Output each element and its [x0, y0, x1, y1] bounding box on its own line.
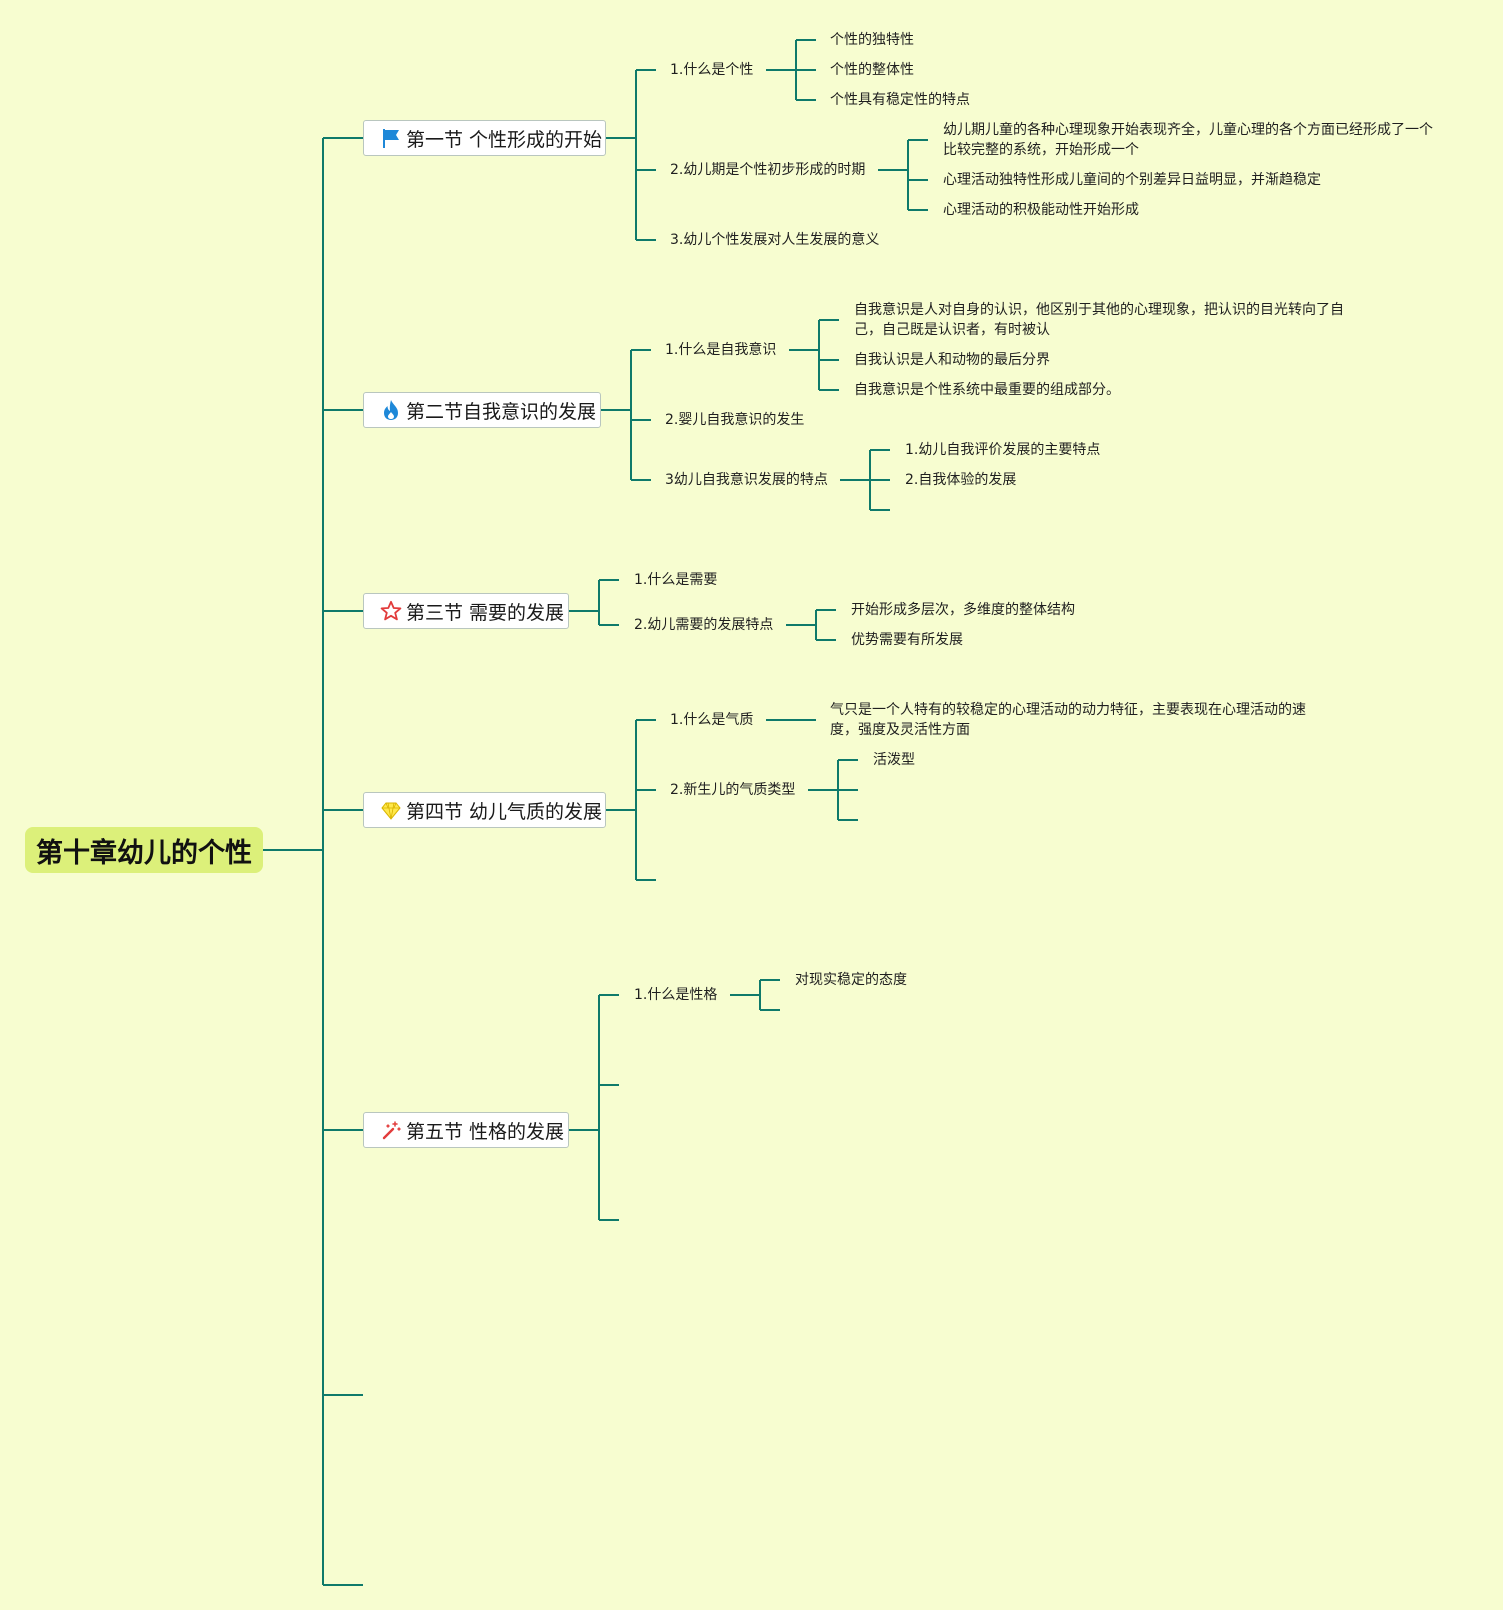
s4-topic-2[interactable]: 2.新生儿的气质类型 [670, 782, 796, 798]
section-5-node[interactable]: 第五节 性格的发展 [363, 1112, 569, 1148]
diamond-icon [380, 799, 402, 821]
magic-wand-icon [380, 1119, 402, 1141]
s1-topic-3[interactable]: 3.幼儿个性发展对人生发展的意义 [670, 232, 880, 248]
s1-t2-leaf-1-line-2: 比较完整的系统，开始形成一个 [943, 142, 1139, 158]
s3-topic-1[interactable]: 1.什么是需要 [634, 572, 718, 588]
s3-t2-leaf-2[interactable]: 优势需要有所发展 [851, 632, 963, 648]
s4-t1-leaf-1[interactable]: 气只是一个人特有的较稳定的心理活动的动力特征，主要表现在心理活动的速 度，强度及… [830, 700, 1306, 740]
section-3-title: 第三节 需要的发展 [406, 601, 565, 624]
s1-t1-leaf-1[interactable]: 个性的独特性 [830, 32, 914, 48]
s2-t3-leaf-2[interactable]: 2.自我体验的发展 [905, 472, 1017, 488]
s1-t1-leaf-2[interactable]: 个性的整体性 [830, 62, 914, 78]
s4-t1-leaf-1-line-2: 度，强度及灵活性方面 [830, 722, 970, 738]
s4-t2-leaf-1[interactable]: 活泼型 [873, 752, 915, 768]
s2-t1-leaf-3[interactable]: 自我意识是个性系统中最重要的组成部分。 [854, 382, 1120, 398]
fire-icon [380, 399, 402, 421]
s2-t1-leaf-1-line-2: 己，自己既是认识者，有时被认 [854, 322, 1050, 338]
section-5-title: 第五节 性格的发展 [406, 1120, 565, 1143]
s3-t2-leaf-1[interactable]: 开始形成多层次，多维度的整体结构 [851, 602, 1075, 618]
root-topic[interactable]: 第十章幼儿的个性 [25, 827, 263, 873]
s1-t2-leaf-1-line-1: 幼儿期儿童的各种心理现象开始表现齐全，儿童心理的各个方面已经形成了一个 [943, 122, 1433, 138]
root-title: 第十章幼儿的个性 [36, 837, 252, 869]
s5-topic-1[interactable]: 1.什么是性格 [634, 987, 718, 1003]
s3-topic-2[interactable]: 2.幼儿需要的发展特点 [634, 617, 774, 633]
flag-icon [380, 127, 402, 149]
s1-t2-leaf-2[interactable]: 心理活动独特性形成儿童间的个别差异日益明显，并渐趋稳定 [943, 172, 1321, 188]
s2-t1-leaf-1[interactable]: 自我意识是人对自身的认识，他区别于其他的心理现象，把认识的目光转向了自 己，自己… [854, 300, 1344, 340]
s5-t1-leaf-1[interactable]: 对现实稳定的态度 [795, 972, 907, 988]
star-icon [380, 600, 402, 622]
section-1-node[interactable]: 第一节 个性形成的开始 [363, 120, 606, 156]
s4-topic-1[interactable]: 1.什么是气质 [670, 712, 754, 728]
s1-t2-leaf-3[interactable]: 心理活动的积极能动性开始形成 [943, 202, 1139, 218]
s2-topic-2[interactable]: 2.婴儿自我意识的发生 [665, 412, 805, 428]
s2-t3-leaf-1[interactable]: 1.幼儿自我评价发展的主要特点 [905, 442, 1101, 458]
s1-topic-1[interactable]: 1.什么是个性 [670, 62, 754, 78]
s2-t1-leaf-1-line-1: 自我意识是人对自身的认识，他区别于其他的心理现象，把认识的目光转向了自 [854, 302, 1344, 318]
section-4-title: 第四节 幼儿气质的发展 [406, 800, 603, 823]
section-2-title: 第二节自我意识的发展 [406, 400, 597, 423]
section-1-title: 第一节 个性形成的开始 [406, 128, 603, 151]
s2-topic-1[interactable]: 1.什么是自我意识 [665, 342, 777, 358]
section-3-node[interactable]: 第三节 需要的发展 [363, 593, 569, 629]
s2-t1-leaf-2[interactable]: 自我认识是人和动物的最后分界 [854, 352, 1050, 368]
s2-topic-3[interactable]: 3幼儿自我意识发展的特点 [665, 472, 828, 488]
section-4-node[interactable]: 第四节 幼儿气质的发展 [363, 792, 606, 828]
s1-topic-2[interactable]: 2.幼儿期是个性初步形成的时期 [670, 162, 866, 178]
s1-t1-leaf-3[interactable]: 个性具有稳定性的特点 [830, 92, 970, 108]
s4-t1-leaf-1-line-1: 气只是一个人特有的较稳定的心理活动的动力特征，主要表现在心理活动的速 [830, 702, 1306, 718]
section-2-node[interactable]: 第二节自我意识的发展 [363, 392, 601, 428]
s1-t2-leaf-1[interactable]: 幼儿期儿童的各种心理现象开始表现齐全，儿童心理的各个方面已经形成了一个 比较完整… [943, 120, 1433, 160]
